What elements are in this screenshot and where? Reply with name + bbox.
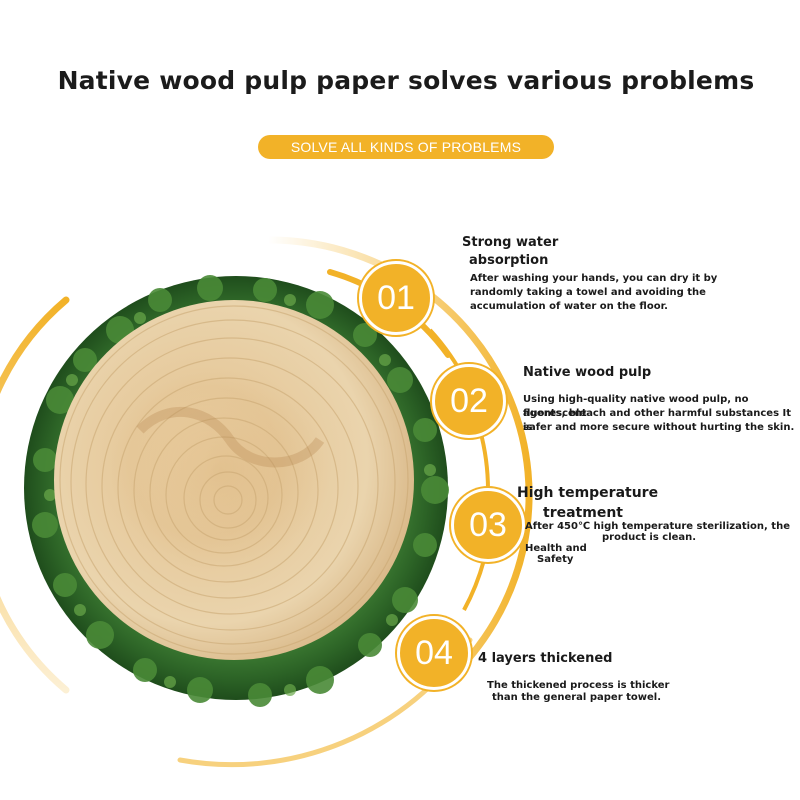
feature-03-desc-2: product is clean. [602,532,697,543]
feature-01-desc-1: After washing your hands, you can dry it… [470,273,718,284]
feature-03-title-2: treatment [543,505,623,521]
feature-02-title: Native wood pulp [523,365,652,380]
tree-rings [59,305,409,655]
feature-01-title-2: absorption [469,253,549,268]
subtitle-pill: SOLVE ALL KINDS OF PROBLEMS [258,135,554,159]
feature-03-desc-1: After 450℃ high temperature sterilizatio… [525,521,790,532]
feature-03-extra-2: Safety [537,554,574,565]
feature-03-extra-1: Health and [525,543,587,554]
feature-02-desc-3: safer and more secure without hurting th… [523,422,795,433]
feature-03-title-1: High temperature [517,485,659,501]
feature-04-title: 4 layers thickened [478,651,613,666]
feature-04-badge: 04 [397,616,471,690]
feature-04-desc-2: than the general paper towel. [492,692,661,703]
feature-02-desc-2: agents, bleach and other harmful substan… [523,408,792,433]
feature-02-desc-1: Using high-quality native wood pulp, no … [523,394,749,419]
feature-03-badge: 03 [451,488,525,562]
feature-01-badge: 01 [359,261,433,335]
accent-arc-right [264,236,533,684]
feature-01-title-1: Strong water [462,235,559,250]
accent-arc-left [0,296,70,694]
feature-01-desc-3: accumulation of water on the floor. [470,301,668,312]
feature-04-desc-1: The thickened process is thicker [487,680,670,691]
feature-02-badge: 02 [432,364,506,438]
page-title: Native wood pulp paper solves various pr… [57,66,755,95]
feature-01-desc-2: randomly taking a towel and avoiding the [470,287,706,298]
